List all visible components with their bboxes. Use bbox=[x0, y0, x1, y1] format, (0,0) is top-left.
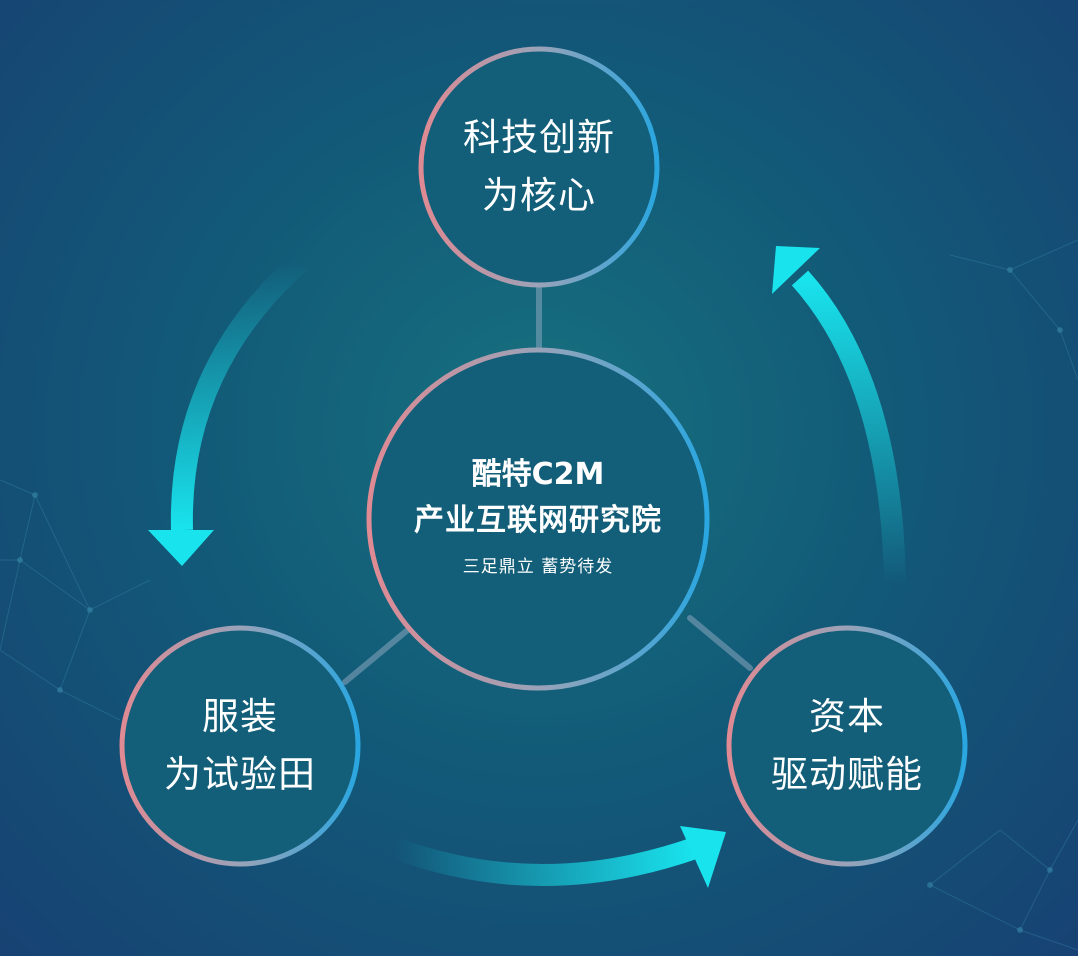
network-mesh-left bbox=[0, 479, 151, 721]
top-glow bbox=[144, 0, 1056, 60]
node-right-line1: 资本 bbox=[809, 695, 885, 738]
node-left-line2: 为试验田 bbox=[164, 753, 316, 796]
ring-center bbox=[366, 347, 710, 691]
center-subtitle: 产业互联网研究院 bbox=[414, 503, 662, 538]
connector-left bbox=[342, 625, 413, 685]
center-tagline: 三足鼎立 蓄势待发 bbox=[462, 557, 614, 577]
node-rings bbox=[119, 46, 968, 867]
node-apparel-testbed: 服装 为试验田 bbox=[121, 627, 359, 865]
node-right-line2: 驱动赋能 bbox=[771, 753, 923, 796]
node-top-line1: 科技创新 bbox=[463, 116, 615, 159]
node-capital-empower: 资本 驱动赋能 bbox=[728, 627, 966, 865]
arrow-left bbox=[148, 253, 308, 566]
node-center-institute: 酷特C2M 产业互联网研究院 三足鼎立 蓄势待发 bbox=[367, 348, 709, 690]
ring-top bbox=[418, 46, 660, 288]
ring-left bbox=[119, 625, 361, 867]
node-tech-innovation: 科技创新 为核心 bbox=[420, 48, 658, 286]
network-mesh-right bbox=[927, 239, 1078, 951]
center-title: 酷特C2M bbox=[471, 457, 605, 492]
ring-right bbox=[726, 625, 968, 867]
arrow-bottom bbox=[391, 826, 726, 888]
node-left-line1: 服装 bbox=[202, 695, 278, 738]
connectors bbox=[342, 284, 753, 685]
connector-right bbox=[687, 615, 753, 671]
node-top-line2: 为核心 bbox=[482, 174, 596, 217]
arrow-right bbox=[772, 246, 906, 586]
